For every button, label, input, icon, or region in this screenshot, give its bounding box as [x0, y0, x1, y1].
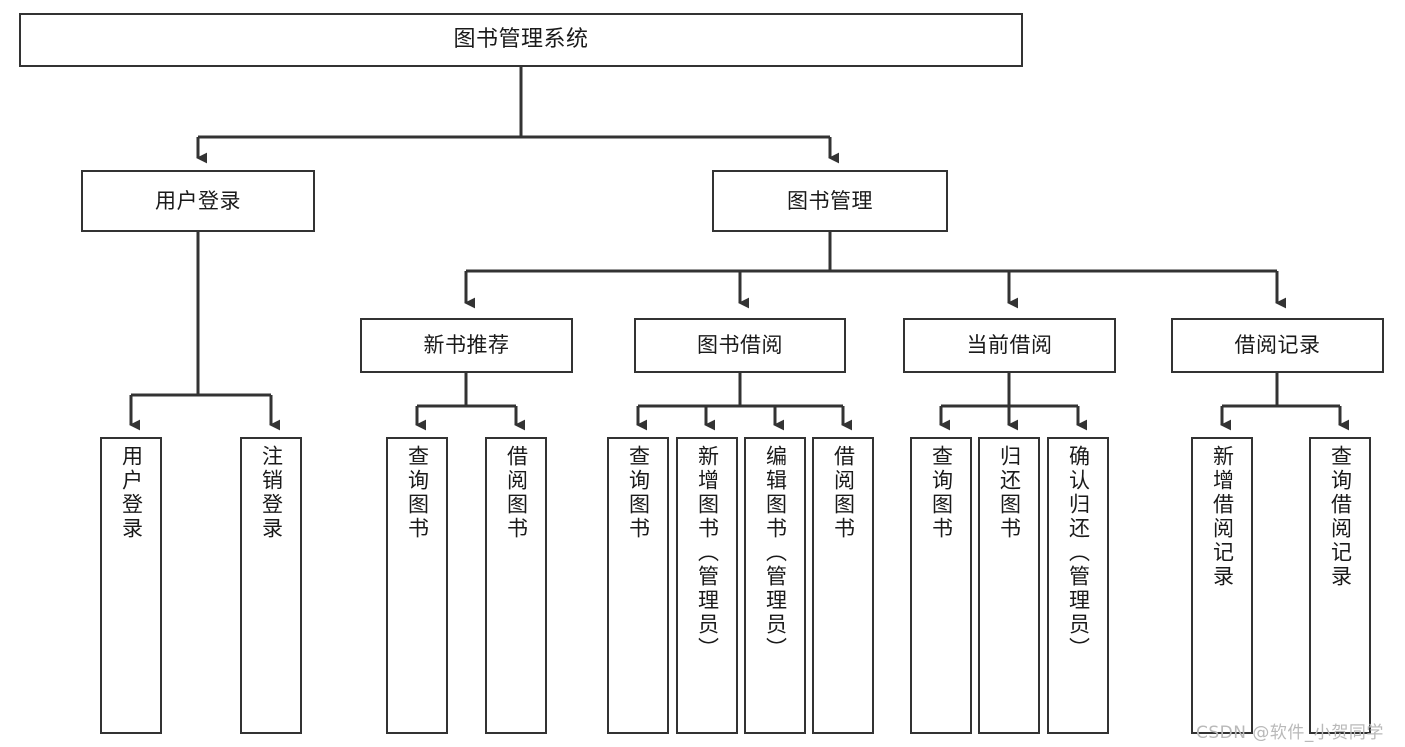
node-leaf-return-book-label: 归还图书: [997, 445, 1022, 541]
node-leaf-user-login-label: 用户登录: [119, 445, 144, 541]
node-leaf-query-book-1[interactable]: 查询图书: [386, 437, 448, 734]
node-leaf-user-login[interactable]: 用户登录: [100, 437, 162, 734]
node-leaf-borrow-book-2-label: 借阅图书: [831, 445, 856, 541]
node-book-borrow-label: 图书借阅: [697, 333, 783, 358]
node-leaf-query-book-3-label: 查询图书: [929, 445, 954, 541]
node-borrow-record[interactable]: 借阅记录: [1171, 318, 1384, 373]
node-borrow-record-label: 借阅记录: [1234, 333, 1321, 358]
node-leaf-query-book-3[interactable]: 查询图书: [910, 437, 972, 734]
node-leaf-add-book-label: 新增图书（管理员）: [695, 445, 720, 661]
node-user-login[interactable]: 用户登录: [81, 170, 315, 232]
node-leaf-borrow-book-1[interactable]: 借阅图书: [485, 437, 547, 734]
node-leaf-borrow-book-2[interactable]: 借阅图书: [812, 437, 874, 734]
node-book-manage[interactable]: 图书管理: [712, 170, 948, 232]
node-leaf-query-record-label: 查询借阅记录: [1328, 445, 1353, 589]
node-book-manage-label: 图书管理: [787, 188, 873, 213]
node-leaf-confirm-return-label: 确认归还（管理员）: [1066, 445, 1091, 661]
node-leaf-query-book-2[interactable]: 查询图书: [607, 437, 669, 734]
node-root[interactable]: 图书管理系统: [19, 13, 1023, 67]
node-user-login-label: 用户登录: [155, 188, 241, 213]
node-leaf-user-logout[interactable]: 注销登录: [240, 437, 302, 734]
node-new-book-rec[interactable]: 新书推荐: [360, 318, 573, 373]
node-new-book-rec-label: 新书推荐: [423, 333, 510, 358]
node-leaf-query-record[interactable]: 查询借阅记录: [1309, 437, 1371, 734]
node-root-label: 图书管理系统: [453, 26, 589, 52]
node-current-borrow[interactable]: 当前借阅: [903, 318, 1116, 373]
node-leaf-borrow-book-1-label: 借阅图书: [504, 445, 529, 541]
node-leaf-query-book-1-label: 查询图书: [405, 445, 430, 541]
node-leaf-add-record-label: 新增借阅记录: [1210, 445, 1235, 589]
node-leaf-return-book[interactable]: 归还图书: [978, 437, 1040, 734]
node-current-borrow-label: 当前借阅: [966, 333, 1053, 358]
node-leaf-edit-book[interactable]: 编辑图书（管理员）: [744, 437, 806, 734]
node-leaf-add-book[interactable]: 新增图书（管理员）: [676, 437, 738, 734]
node-leaf-add-record[interactable]: 新增借阅记录: [1191, 437, 1253, 734]
node-leaf-user-logout-label: 注销登录: [259, 445, 284, 541]
node-leaf-edit-book-label: 编辑图书（管理员）: [763, 445, 788, 661]
node-book-borrow[interactable]: 图书借阅: [634, 318, 846, 373]
node-leaf-query-book-2-label: 查询图书: [626, 445, 651, 541]
watermark: CSDN @软件_小贺同学: [1196, 723, 1384, 743]
node-leaf-confirm-return[interactable]: 确认归还（管理员）: [1047, 437, 1109, 734]
